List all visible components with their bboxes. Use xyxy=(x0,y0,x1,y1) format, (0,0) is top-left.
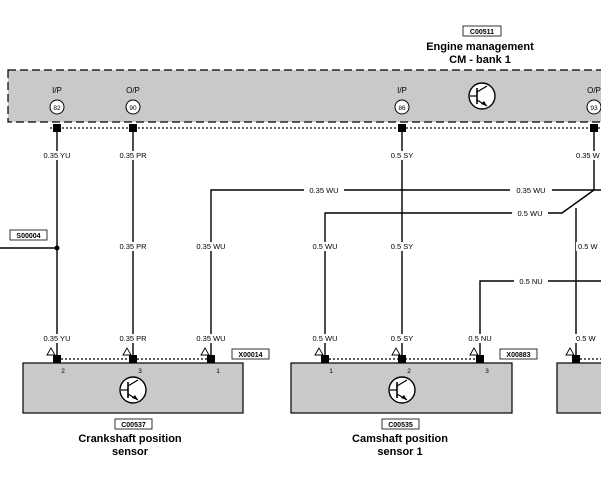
label-yu-bottom: 0.35 YU xyxy=(44,334,71,343)
cam-pin-a: 1 xyxy=(329,368,333,375)
cam-transistor-icon xyxy=(388,376,416,404)
ecu-pin-93-type: O/P xyxy=(587,86,601,95)
label-pr-bottom: 0.35 PR xyxy=(119,334,147,343)
ecu-pin-86-num: 86 xyxy=(398,105,406,112)
label-wu5-horiz: 0.5 WU xyxy=(517,209,542,218)
crank-connector-ref-box xyxy=(231,348,270,360)
ecu-ref-box xyxy=(462,25,502,37)
cam-pin-b: 2 xyxy=(407,368,411,375)
label-pr-top: 0.35 PR xyxy=(119,151,147,160)
ecu-pin-90: O/P 90 xyxy=(125,86,141,132)
right-partial-connector xyxy=(565,347,601,363)
crank-connector: X00014 xyxy=(46,347,270,363)
crank-ref: C00537 xyxy=(121,422,146,429)
ecu-pin-82-num: 82 xyxy=(53,105,61,112)
crank-title-line2: sensor xyxy=(112,446,149,458)
splice-ref: S00004 xyxy=(16,233,40,240)
wire-labels: 0.35 YU 0.35 PR 0.5 SY 0.35 W 0.35 WU 0.… xyxy=(37,151,601,343)
label-pr-mid: 0.35 PR xyxy=(119,242,147,251)
cam-ref-box xyxy=(381,418,420,430)
cam-connector: X00883 xyxy=(314,347,538,363)
ecu-transistor-icon xyxy=(468,82,496,110)
crank-transistor-icon xyxy=(119,376,147,404)
ecu-pin-93: O/P 93 xyxy=(586,86,601,132)
cam-ref: C00535 xyxy=(388,422,413,429)
label-nu-bottom: 0.5 NU xyxy=(468,334,491,343)
crank-title-line1: Crankshaft position xyxy=(78,433,182,445)
crank-pin-c: 1 xyxy=(216,368,220,375)
label-wu35-bottom: 0.35 WU xyxy=(196,334,225,343)
ecu-pin-90-type: O/P xyxy=(126,86,140,95)
label-yu-top: 0.35 YU xyxy=(44,151,71,160)
cam-title-line1: Camshaft position xyxy=(352,433,448,445)
wire-nu xyxy=(479,280,601,355)
ecu-pin-86: I/P 86 xyxy=(394,86,410,132)
crank-pin-b: 3 xyxy=(138,368,142,375)
ecu-pin-82-type: I/P xyxy=(52,86,62,95)
label-right-top: 0.35 W xyxy=(576,151,601,160)
wire-wu35 xyxy=(210,189,601,355)
label-right-bottom: 0.5 W xyxy=(576,334,597,343)
label-wu5-mid: 0.5 WU xyxy=(312,242,337,251)
label-wu35-mid: 0.35 WU xyxy=(196,242,225,251)
ecu-pin-93-num: 93 xyxy=(590,105,598,112)
crank-ref-box xyxy=(114,418,153,430)
ecu-pin-86-type: I/P xyxy=(397,86,407,95)
ecu-title-line2: CM - bank 1 xyxy=(449,54,511,66)
wire-wu5 xyxy=(324,189,595,355)
cam-title-line2: sensor 1 xyxy=(377,446,422,458)
crank-connector-ref: X00014 xyxy=(238,352,262,359)
ecu-module xyxy=(7,69,601,123)
ecu-ref: C00511 xyxy=(470,29,494,36)
crank-pin-a: 2 xyxy=(61,368,65,375)
label-sy-bottom: 0.5 SY xyxy=(391,334,414,343)
cam-connector-ref-box xyxy=(499,348,538,360)
label-sy-top: 0.5 SY xyxy=(391,151,414,160)
splice-dot xyxy=(54,245,60,251)
cam-pin-c: 3 xyxy=(485,368,489,375)
label-wu35-horiz-right: 0.35 WU xyxy=(516,186,545,195)
right-partial-component xyxy=(556,362,601,414)
cam-connector-ref: X00883 xyxy=(506,352,530,359)
ecu-pin-82: I/P 82 xyxy=(49,86,65,132)
label-right-mid: 0.5 W xyxy=(578,242,599,251)
label-sy-mid: 0.5 SY xyxy=(391,242,414,251)
label-wu5-bottom: 0.5 WU xyxy=(312,334,337,343)
splice-ref-box xyxy=(9,229,48,241)
label-nu-horiz: 0.5 NU xyxy=(519,277,542,286)
label-wu35-horiz: 0.35 WU xyxy=(309,186,338,195)
ecu-title-line1: Engine management xyxy=(426,41,534,53)
ecu-pin-90-num: 90 xyxy=(129,105,137,112)
